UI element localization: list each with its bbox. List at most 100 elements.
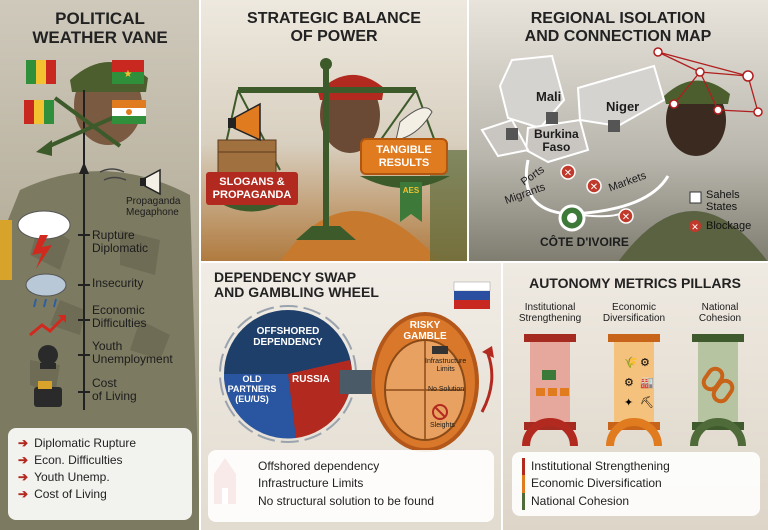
cote-divoire-label: CÔTE D'IVOIRE <box>540 235 629 249</box>
rain-cloud-icon <box>25 273 67 308</box>
svg-text:✕: ✕ <box>564 168 572 179</box>
state-square-icon <box>689 191 702 204</box>
panel-political-weather-vane: POLITICAL WEATHER VANE ★ Propaganda Mega… <box>0 0 200 530</box>
item-insecurity: Insecurity <box>92 276 144 290</box>
gamble-title: RISKY GAMBLE <box>403 320 447 343</box>
divider-vertical <box>199 0 201 530</box>
map-niger <box>576 64 666 128</box>
divider-vertical <box>467 0 469 262</box>
arrow-right-icon: ➔ <box>18 453 29 467</box>
legend-sahel-states: Sahels States <box>706 189 740 214</box>
legend-blockage: Blockage <box>706 220 752 232</box>
item-cost-of-living: Cost of Living <box>92 376 137 404</box>
panel2-title: STRATEGIC BALANCE OF POWER <box>247 10 421 45</box>
legend-row: ➔Econ. Difficulties <box>18 453 123 467</box>
country-burkina-faso: Burkina Faso <box>534 127 579 155</box>
item-economic-difficulties: Economic Difficulties <box>92 303 147 331</box>
map-illustration: ✕ ✕ ✕ ✕ <box>480 47 768 262</box>
aes-ribbon-icon <box>400 182 422 222</box>
aes-label: AES <box>402 186 420 195</box>
pillar-cohesion <box>690 334 746 447</box>
megaphone-label: Propaganda Megaphone <box>126 196 181 219</box>
vane-arrow-icon <box>36 140 52 156</box>
divider-horizontal <box>200 261 768 263</box>
pillar-label-institutional: Institutional Strengthening <box>518 302 582 325</box>
pie-label-offshored: OFFSHORED DEPENDENCY <box>253 326 323 349</box>
svg-text:★: ★ <box>124 69 133 80</box>
country-niger: Niger <box>606 99 640 114</box>
no-solution-icon <box>432 404 448 420</box>
svg-text:🏭: 🏭 <box>640 376 654 389</box>
pie-label-russia: RUSSIA <box>292 374 330 385</box>
gamble-no-solution: No Solution <box>428 386 465 393</box>
arrow-right-icon: ➔ <box>18 470 29 484</box>
panel1-legend: ➔Diplomatic Rupture ➔Econ. Difficulties … <box>8 428 192 520</box>
panel-strategic-balance: STRATEGIC BALANCE OF POWER SLOGANS & PRO… <box>200 0 468 262</box>
item-rupture-diplomatic: Rupture Diplomatic <box>92 228 149 256</box>
pillars-illustration: 🌾⚙ ⚙🏭 ✦⛏ <box>522 334 746 447</box>
blockage-legend-icon: ✕ <box>689 220 701 232</box>
svg-text:⚙: ⚙ <box>624 377 634 389</box>
flag-russia-icon <box>453 281 491 309</box>
megaphone-icon <box>140 168 161 196</box>
legend-item: Infrastructure Limits <box>258 476 364 491</box>
pillar-label-cohesion: National Cohesion <box>698 302 742 325</box>
pie-russia <box>288 360 352 438</box>
svg-text:⛏: ⛏ <box>640 396 654 409</box>
slogans-propaganda-label: SLOGANS & PROPAGANDA <box>206 172 298 206</box>
legend-row: ➔Youth Unemp. <box>18 470 110 484</box>
flag-guinea-icon <box>24 100 54 124</box>
legend-item: National Cohesion <box>522 492 750 511</box>
panel5-legend: Institutional Strengthening Economic Div… <box>512 452 760 516</box>
panel-dependency-swap: DEPENDENCY SWAP AND GAMBLING WHEEL OFFSH… <box>200 262 502 530</box>
megaphone-icon <box>228 102 261 142</box>
arrow-right-icon: ➔ <box>18 436 29 450</box>
blockage-icon: ✕ <box>618 208 634 224</box>
svg-text:✕: ✕ <box>622 212 630 223</box>
tangible-results-label: TANGIBLE RESULTS <box>360 138 448 176</box>
legend-item: Economic Diversification <box>522 475 750 493</box>
gamble-infrastructure: Infrastructure Limits <box>425 358 467 373</box>
panel5-title: AUTONOMY METRICS PILLARS <box>529 275 741 291</box>
panel4-title: DEPENDENCY SWAP AND GAMBLING WHEEL <box>214 269 379 301</box>
svg-text:🌾: 🌾 <box>624 356 638 369</box>
gamble-sleights: Sleights <box>430 422 455 429</box>
svg-text:✕: ✕ <box>590 182 598 193</box>
svg-text:✕: ✕ <box>691 222 699 232</box>
wallet-icon <box>34 381 62 407</box>
panel-regional-map: ✕ ✕ ✕ ✕ REGIONAL ISOLATION AND CONNECTIO… <box>468 0 768 262</box>
panel3-title: REGIONAL ISOLATION AND CONNECTION MAP <box>524 10 712 45</box>
legend-item: No structural solution to be found <box>258 493 435 508</box>
scale-illustration <box>212 58 468 262</box>
country-mali: Mali <box>536 89 562 104</box>
raised-hand-icon <box>38 345 58 369</box>
panel4-legend: Offshored dependency Infrastructure Limi… <box>208 450 494 522</box>
item-youth-unemployment: Youth Unemployment <box>92 339 173 367</box>
legend-item: Institutional Strengthening <box>522 458 750 476</box>
blockage-icon: ✕ <box>586 178 602 194</box>
legend-item: Offshored dependency <box>258 459 380 473</box>
pillar-label-economic: Economic Diversification <box>602 302 666 325</box>
pillar-economic: 🌾⚙ ⚙🏭 ✦⛏ <box>606 334 662 447</box>
flag-mali-icon <box>26 60 56 84</box>
pillar-institutional <box>522 334 578 447</box>
feather-icon <box>395 107 433 141</box>
storm-cloud-icon <box>17 210 71 269</box>
divider-vertical <box>501 262 503 530</box>
svg-text:⚙: ⚙ <box>640 357 650 369</box>
trend-down-icon <box>29 315 66 337</box>
weather-vane: ★ <box>24 60 161 410</box>
pie-old-partners <box>223 374 296 439</box>
flag-niger-icon <box>112 100 146 124</box>
infrastructure-icon <box>432 346 448 354</box>
flag-burkina-icon: ★ <box>112 60 144 84</box>
legend-row: ➔Diplomatic Rupture <box>18 436 137 450</box>
blockage-icon: ✕ <box>560 164 576 180</box>
panel1-title: POLITICAL WEATHER VANE <box>32 9 168 47</box>
chain-link-icon <box>701 366 735 404</box>
legend-row: ➔Cost of Living <box>18 487 107 501</box>
arrow-right-icon: ➔ <box>18 487 29 501</box>
pie-label-old-partners: OLD PARTNERS (EU/US) <box>227 374 277 405</box>
panel-autonomy-pillars: AUTONOMY METRICS PILLARS Institutional S… <box>502 262 768 530</box>
condition-icons <box>17 210 71 407</box>
